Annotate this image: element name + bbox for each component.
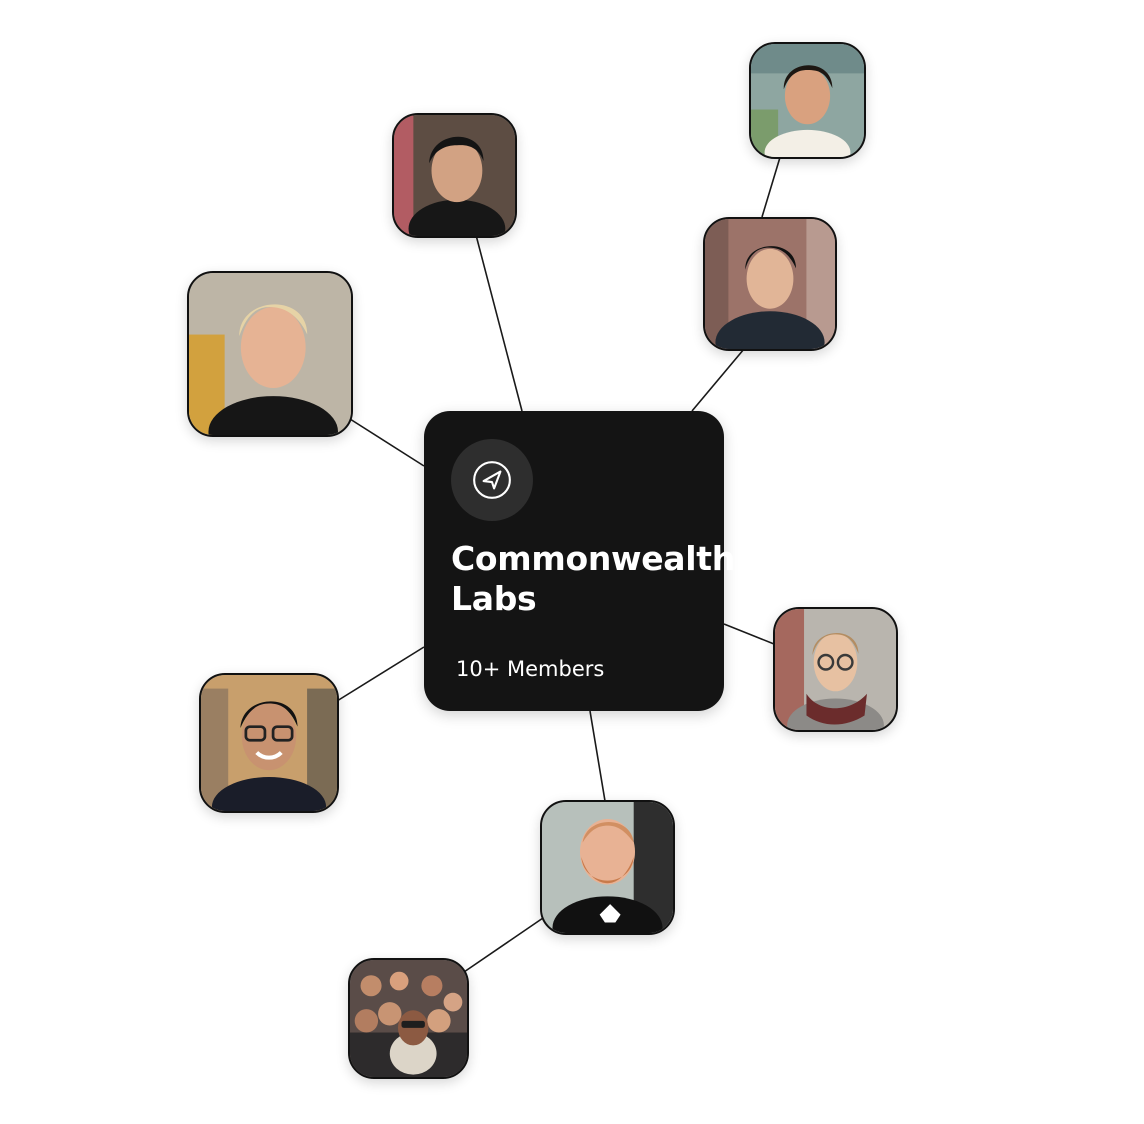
connector-line [463, 917, 544, 973]
member-avatar[interactable] [392, 113, 517, 238]
member-photo [350, 960, 467, 1077]
connector-line [349, 418, 425, 467]
member-photo [542, 802, 673, 933]
member-photo [751, 44, 864, 157]
member-count: 10+ Members [456, 657, 605, 681]
member-photo [201, 675, 337, 811]
connector-line [475, 234, 523, 412]
member-avatar[interactable] [348, 958, 469, 1079]
connector-line [691, 348, 745, 412]
member-photo [394, 115, 515, 236]
connector-line [589, 710, 606, 802]
member-photo [705, 219, 835, 349]
organization-card[interactable]: Commonwealth Labs 10+ Members [424, 411, 735, 711]
member-photo [189, 273, 351, 435]
member-avatar[interactable] [199, 673, 339, 813]
member-avatar[interactable] [749, 42, 866, 159]
member-avatar[interactable] [187, 271, 353, 437]
connector-line [761, 153, 782, 218]
organization-icon-badge [451, 439, 533, 521]
member-avatar[interactable] [703, 217, 837, 351]
connector-line [336, 646, 425, 702]
member-avatar[interactable] [773, 607, 898, 732]
organization-name: Commonwealth Labs [451, 539, 735, 618]
member-avatar[interactable] [540, 800, 675, 935]
navigation-arrow-icon [473, 461, 511, 499]
member-photo [775, 609, 896, 730]
connector-line [723, 623, 775, 645]
